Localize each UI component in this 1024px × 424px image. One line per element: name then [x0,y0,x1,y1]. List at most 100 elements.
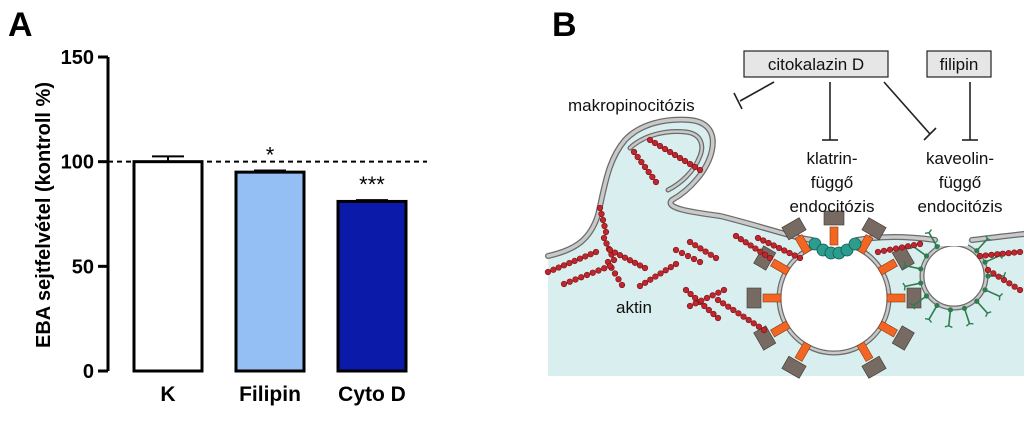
actin-bead [611,249,619,256]
actin-bead [598,210,605,218]
actin-bead [686,160,694,168]
actin-bead [642,279,649,286]
actin-bead [786,249,793,257]
actin-bead [618,281,626,289]
clathrin-label-3: endocitózis [789,197,874,216]
actin-bead [752,245,759,252]
actin-bead [762,251,769,258]
actin-bead [634,153,641,161]
clathrin-triskelion [823,210,845,226]
panel-a-letter: A [8,6,33,44]
actin-bead [571,257,578,264]
caveolin-unit [947,307,954,313]
y-tick-label: 0 [83,361,94,383]
actin-bead [587,251,594,258]
actin-bead [544,268,552,276]
caveolin-strand [963,308,971,324]
actin-bead [690,255,698,263]
clathrin-coat [746,210,922,379]
actin-bead [710,310,717,318]
y-tick-label: 150 [61,47,94,69]
actin-bead [995,273,1002,280]
caveolin-coat [902,229,1007,329]
x-tick-label: K [160,383,175,406]
caveolin-unit [918,280,924,286]
actin-bead [880,247,888,254]
actin-bead [904,243,912,250]
actin-bead [671,151,679,159]
actin-bead [1011,249,1018,256]
actin-bead [737,236,744,243]
actin-bead [705,306,712,314]
actin-bead [560,262,568,269]
actin-bead [589,269,596,276]
actin-bead [1006,280,1013,287]
actin-bead [765,239,772,247]
actin-bead [709,292,716,299]
actin-bead [747,242,754,249]
actin-bead [999,250,1006,257]
actin-bead [661,145,669,153]
actin-bead [662,267,669,274]
clathrin-label-2: függő [811,173,854,192]
actin-label: aktin [616,298,652,317]
caveolin-strand [984,289,1001,298]
actin-bead [976,252,984,260]
actin-bead [652,273,659,280]
filipin-box [926,50,992,78]
caveolin-unit [982,287,988,293]
caveolin-strand [976,238,989,252]
cytochalasin-box [743,50,889,78]
dynamin-unit [848,237,862,251]
adaptor-protein [794,341,812,362]
bar-filipin [234,170,306,373]
significance-label: *** [359,172,385,197]
actin-bead [649,173,656,181]
actin-bead [1016,286,1024,294]
actin-bead [687,290,694,298]
actin-bead [599,216,607,224]
y-tick-label: 50 [72,256,94,278]
actin-bead [760,237,767,244]
actin-bead [686,302,694,310]
caveolin-strand [904,282,921,288]
actin-bead [730,306,737,314]
actin-bead [691,163,699,171]
actin-bead [732,232,740,240]
caveolin-label-2: függő [939,173,982,192]
actin-bead [916,240,924,248]
actin-bead [572,276,579,283]
actin-bead [910,242,918,249]
actin-bead [796,254,804,262]
actin-bead [582,253,589,260]
actin-bead [550,266,557,273]
bar-k [132,160,204,373]
actin-bead [578,274,585,281]
clathrin-label-1: klatrin- [806,149,857,168]
actin-bead [990,270,997,277]
actin-bead [898,244,906,251]
actin-bead [698,297,705,304]
actin-bead [982,252,989,259]
actin-bead [652,178,660,186]
actin-bead [595,267,602,274]
actin-bead [626,257,634,264]
actin-bead [988,251,995,258]
caveolin-unit [982,259,988,265]
actin-bead [645,168,652,176]
actin-bead [667,264,674,271]
adaptor-protein [877,258,898,276]
actin-bead [692,300,699,307]
dynamin-ring [808,237,862,260]
actin-bead [600,234,608,242]
caveolin-unit [974,298,980,304]
actin-bead [766,254,774,262]
caveolin-unit [918,266,924,272]
actin-bead [603,240,610,247]
caveolin-unit [961,305,968,311]
caveolin-strand [913,295,927,307]
actin-bead [714,296,722,304]
caveolin-strand [976,300,989,314]
panel-b-letter: B [552,6,577,44]
